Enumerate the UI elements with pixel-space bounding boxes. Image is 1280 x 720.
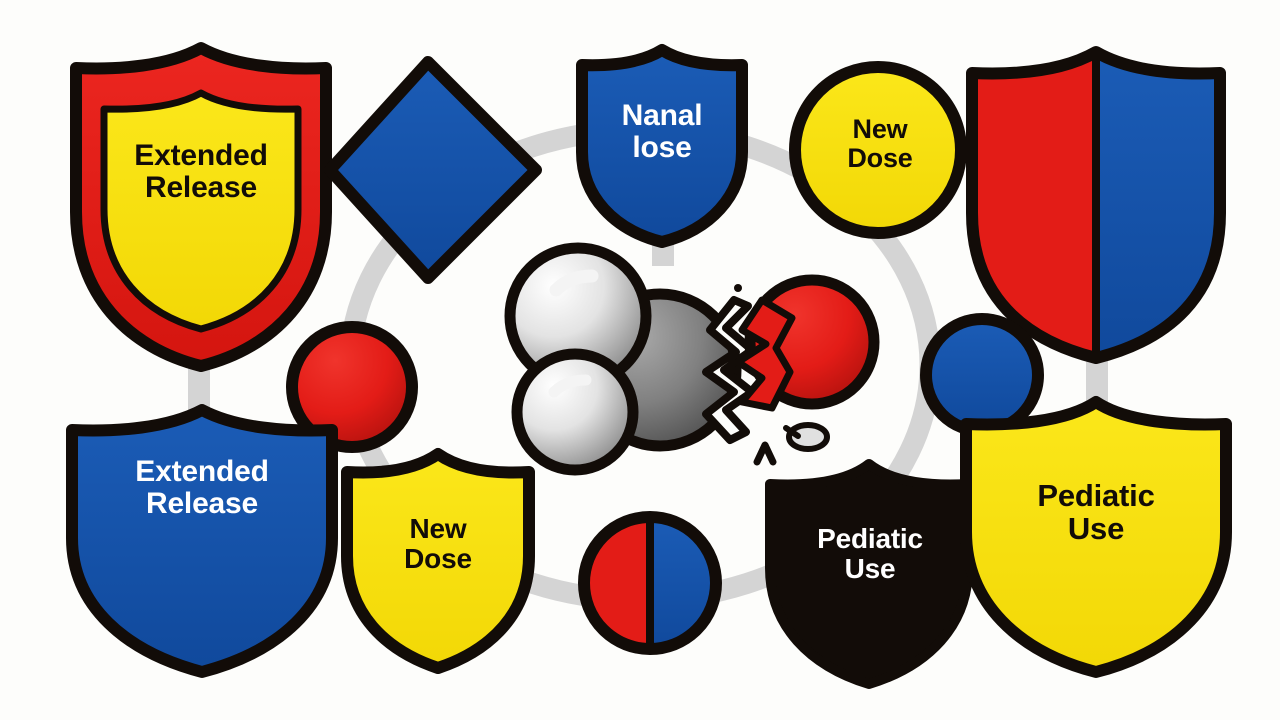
highlight-lower <box>548 374 592 398</box>
circle-outline <box>578 511 722 655</box>
badge-extended-release-blue-shield[interactable] <box>66 404 338 678</box>
badge-blue-circle-small[interactable] <box>920 313 1044 437</box>
diamond-shape <box>324 56 542 284</box>
circle-shape <box>286 321 418 453</box>
circle-shape <box>789 61 967 239</box>
badge-red-blue-split-circle[interactable] <box>578 511 722 655</box>
crack-notch-gray <box>702 296 756 444</box>
badge-nanal-lose-blue-shield[interactable] <box>576 44 748 248</box>
badge-pediatic-use-black-shield[interactable] <box>765 459 973 689</box>
badge-red-blue-split-shield[interactable] <box>966 46 1226 364</box>
badge-new-dose-yellow-shield[interactable] <box>341 448 535 674</box>
circle-half-blue <box>650 517 716 649</box>
shield-shape <box>765 459 973 689</box>
debris-ring <box>786 422 830 452</box>
badge-pediatic-use-yellow-shield[interactable] <box>960 396 1232 678</box>
debris-dot <box>734 284 742 292</box>
shield-shape <box>960 396 1232 678</box>
circle-shape <box>920 313 1044 437</box>
badge-red-circle-small[interactable] <box>286 321 418 453</box>
shield-inner <box>100 89 302 333</box>
broken-molecule <box>504 242 880 476</box>
badge-new-dose-yellow-circle[interactable] <box>789 61 967 239</box>
red-shard <box>734 296 796 412</box>
shield-shape <box>66 404 338 678</box>
white-sphere-lower <box>511 348 639 476</box>
shield-shape <box>341 448 535 674</box>
badge-blue-diamond[interactable] <box>324 56 542 284</box>
highlight-upper <box>549 269 599 297</box>
debris-chevron <box>753 441 777 466</box>
badge-extended-release-red-yellow-shield[interactable] <box>70 42 332 372</box>
shield-shape <box>576 44 748 248</box>
debris-tick <box>783 425 801 439</box>
shield-half-blue <box>1096 52 1220 358</box>
